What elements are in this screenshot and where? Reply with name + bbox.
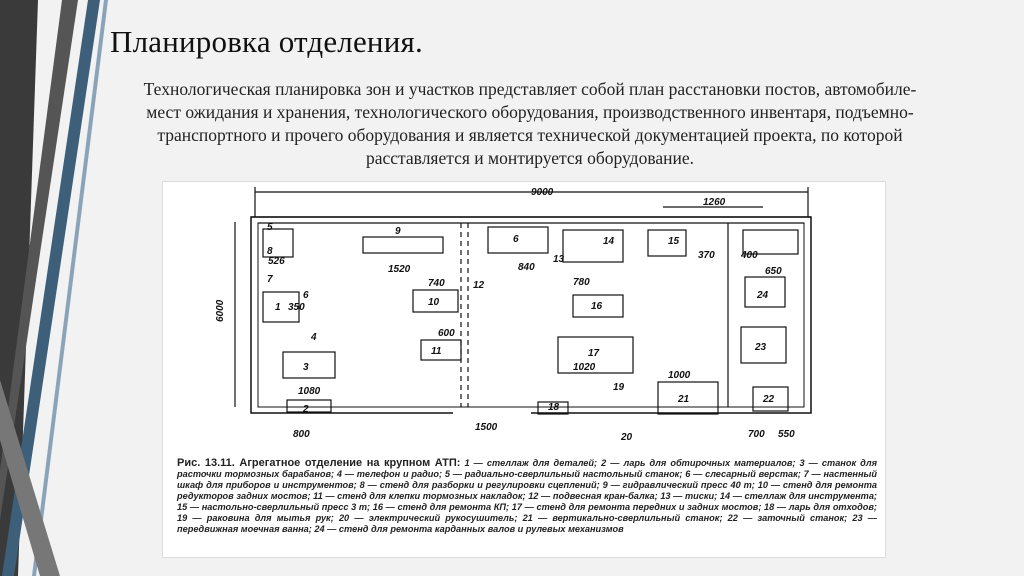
dim-400: 400: [740, 250, 758, 261]
caption-legend: 1 — стеллаж для деталей; 2 — ларь для об…: [177, 458, 877, 534]
label-6a: 6: [303, 290, 309, 301]
dim-1000: 1000: [668, 370, 691, 381]
label-1: 1: [275, 302, 281, 313]
label-15: 15: [668, 236, 680, 247]
dim-1520: 1520: [388, 264, 411, 275]
dim-700: 700: [748, 429, 765, 440]
slide-title: Планировка отделения.: [110, 24, 423, 59]
dim-780: 780: [573, 277, 590, 288]
label-19: 19: [613, 382, 625, 393]
dim-1020: 1020: [573, 362, 596, 373]
label-9: 9: [395, 226, 401, 237]
label-5: 5: [267, 222, 273, 233]
dim-650: 650: [765, 266, 782, 277]
slide-body-text: Технологическая планировка зон и участко…: [143, 79, 917, 168]
dim-1080: 1080: [298, 386, 321, 397]
label-23: 23: [754, 342, 767, 353]
dim-350: 350: [288, 302, 305, 313]
label-24: 24: [756, 290, 769, 301]
label-3: 3: [303, 362, 309, 373]
caption-title: Рис. 13.11. Агрегатное отделение на круп…: [177, 457, 461, 469]
dim-840: 840: [518, 262, 535, 273]
label-13: 13: [553, 254, 565, 265]
label-11: 11: [431, 346, 442, 357]
dim-total-width: 9000: [531, 187, 554, 198]
label-21: 21: [677, 394, 690, 405]
floor-plan-drawing: 9000 1260 1520 740 780 600 526 350 1080 …: [215, 187, 812, 443]
label-8: 8: [267, 246, 273, 257]
floor-plan-figure: 9000 1260 1520 740 780 600 526 350 1080 …: [162, 181, 886, 558]
label-12: 12: [473, 280, 485, 291]
dim-800-bottom: 800: [293, 429, 310, 440]
label-14: 14: [603, 236, 615, 247]
label-10: 10: [428, 297, 440, 308]
dim-1500: 1500: [475, 422, 498, 433]
dim-526: 526: [268, 256, 285, 267]
dim-370: 370: [698, 250, 715, 261]
dim-600: 600: [438, 328, 455, 339]
dim-1260: 1260: [703, 197, 726, 208]
label-7: 7: [267, 274, 273, 285]
dim-height: 6000: [215, 299, 226, 322]
decorative-stripes: [0, 0, 108, 576]
label-22: 22: [762, 394, 775, 405]
label-4: 4: [310, 332, 317, 343]
dim-550: 550: [778, 429, 795, 440]
label-6b: 6: [513, 234, 519, 245]
figure-caption: Рис. 13.11. Агрегатное отделение на круп…: [177, 458, 877, 535]
dim-740: 740: [428, 278, 445, 289]
label-17: 17: [588, 348, 600, 359]
label-18: 18: [548, 402, 560, 413]
label-2: 2: [302, 404, 309, 415]
label-16: 16: [591, 301, 603, 312]
label-20: 20: [620, 432, 633, 443]
